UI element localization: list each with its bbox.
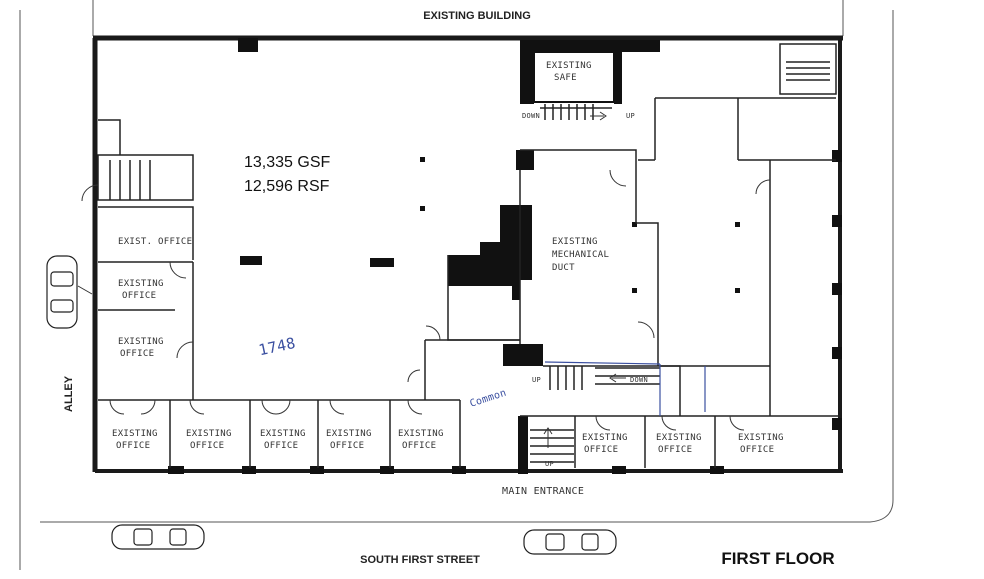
label-up-3: UP bbox=[545, 460, 554, 468]
label-alley: ALLEY bbox=[63, 375, 75, 412]
label-office-d2: OFFICE bbox=[190, 441, 224, 451]
label-office-b: EXISTING bbox=[118, 337, 164, 347]
mechanical-duct-block bbox=[448, 205, 532, 300]
label-office-f: EXISTING bbox=[326, 429, 372, 439]
label-exist-office: EXIST. OFFICE bbox=[118, 237, 192, 247]
label-office-c2: OFFICE bbox=[116, 441, 150, 451]
entrance-wall bbox=[518, 416, 528, 474]
label-mech-1: EXISTING bbox=[552, 237, 598, 247]
label-common: Common bbox=[469, 388, 508, 410]
car-icon bbox=[523, 529, 617, 555]
label-main-entrance: MAIN ENTRANCE bbox=[502, 486, 584, 497]
label-office-a: EXISTING bbox=[118, 279, 164, 289]
label-safe-2: SAFE bbox=[554, 73, 577, 83]
label-rsf: 12,596 RSF bbox=[244, 178, 330, 195]
label-office-g: EXISTING bbox=[398, 429, 444, 439]
label-up: UP bbox=[532, 376, 541, 384]
label-mech-2: MECHANICAL bbox=[552, 250, 609, 260]
label-office-c: EXISTING bbox=[112, 429, 158, 439]
label-office-h: EXISTING bbox=[582, 433, 628, 443]
pen-annotations bbox=[544, 361, 706, 416]
label-up-2: UP bbox=[626, 112, 635, 120]
label-office-a2: OFFICE bbox=[122, 291, 156, 301]
label-office-h2: OFFICE bbox=[584, 445, 618, 455]
label-office-j: EXISTING bbox=[738, 433, 784, 443]
label-first-floor: FIRST FLOOR bbox=[721, 549, 834, 568]
label-gsf: 13,335 GSF bbox=[244, 154, 331, 171]
label-office-i: EXISTING bbox=[656, 433, 702, 443]
label-mech-3: DUCT bbox=[552, 263, 575, 273]
label-1748: 1748 bbox=[257, 334, 297, 359]
label-office-e: EXISTING bbox=[260, 429, 306, 439]
duct-base bbox=[503, 344, 543, 366]
door-swings bbox=[81, 169, 771, 431]
label-office-b2: OFFICE bbox=[120, 349, 154, 359]
car-icon bbox=[111, 524, 205, 550]
label-office-d: EXISTING bbox=[186, 429, 232, 439]
structural-columns bbox=[168, 38, 842, 474]
column-mech bbox=[516, 150, 534, 170]
safe-room bbox=[520, 40, 660, 104]
label-down-2: DOWN bbox=[630, 376, 648, 384]
interior-walls bbox=[97, 43, 840, 468]
label-office-g2: OFFICE bbox=[402, 441, 436, 451]
label-south-first-street: SOUTH FIRST STREET bbox=[360, 554, 480, 566]
label-existing-building: EXISTING BUILDING bbox=[423, 10, 531, 22]
arrow-icon bbox=[77, 111, 626, 448]
car-icon bbox=[46, 255, 78, 329]
label-office-i2: OFFICE bbox=[658, 445, 692, 455]
label-office-j2: OFFICE bbox=[740, 445, 774, 455]
label-down: DOWN bbox=[522, 112, 540, 120]
label-safe: EXISTING bbox=[546, 61, 592, 71]
label-office-f2: OFFICE bbox=[330, 441, 364, 451]
site-boundary bbox=[19, 0, 894, 570]
label-office-e2: OFFICE bbox=[264, 441, 298, 451]
